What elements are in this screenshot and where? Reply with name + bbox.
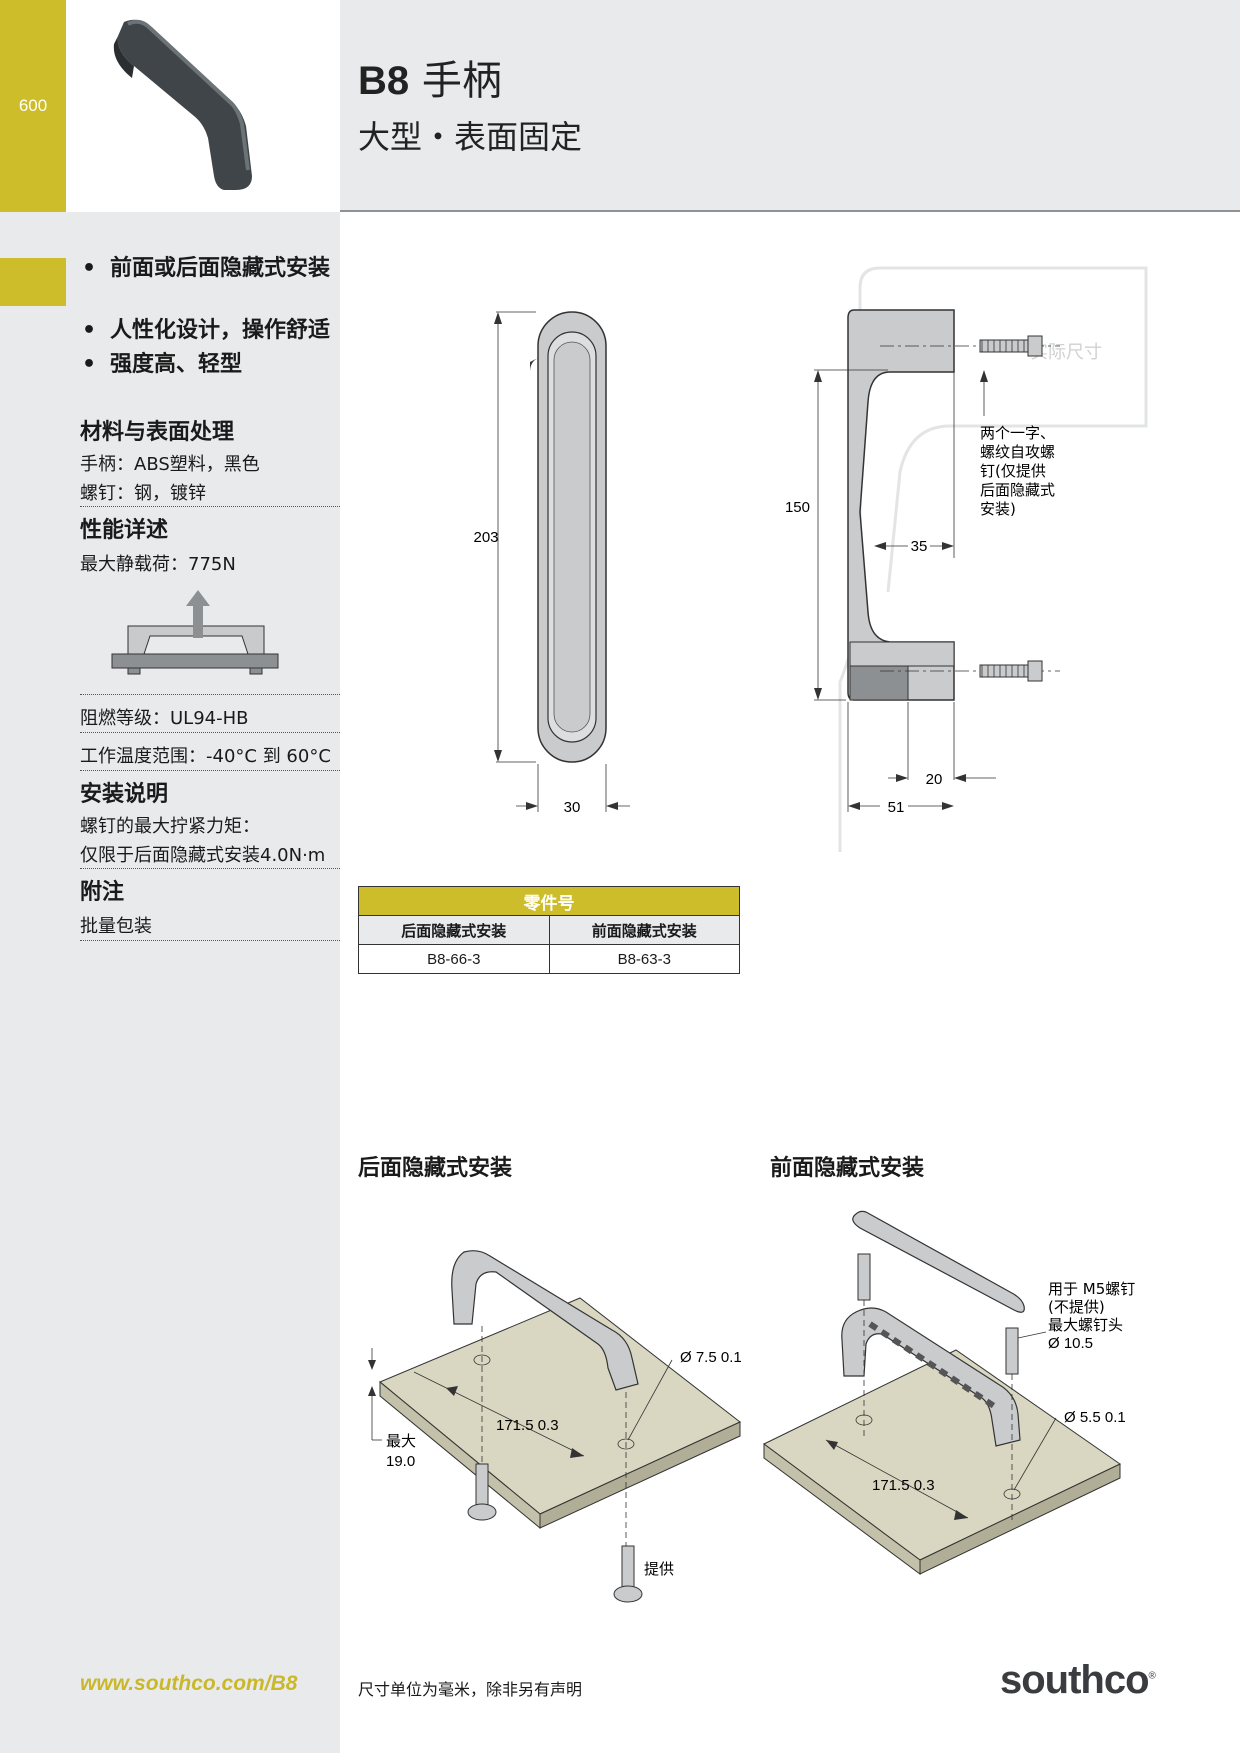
svg-text:51: 51 <box>888 799 905 816</box>
svg-text:钉(仅提供: 钉(仅提供 <box>980 462 1046 480</box>
svg-text:(不提供): (不提供) <box>1048 1298 1105 1316</box>
svg-text:35: 35 <box>911 538 928 555</box>
rear-install-drawing: 171.5 0.3 Ø 7.5 0.1 最大 19.0 提供 <box>368 1250 742 1603</box>
material-screw: 螺钉：钢，镀锌 <box>80 483 206 504</box>
divider <box>80 732 340 733</box>
header-color-bar <box>0 0 66 212</box>
temperature-range: 工作温度范围：-40°C 到 60°C <box>80 746 331 767</box>
sidebar <box>0 212 340 1753</box>
svg-text:Ø 10.5: Ø 10.5 <box>1048 1335 1093 1352</box>
svg-text:150: 150 <box>785 499 810 516</box>
installation-line-1: 螺钉的最大拧紧力矩： <box>80 816 260 837</box>
table-cell: B8-66-3 <box>358 944 550 974</box>
installation-heading: 安装说明 <box>80 782 169 807</box>
front-install-heading: 前面隐藏式安装 <box>770 1156 925 1181</box>
divider <box>80 694 340 695</box>
load-diagram <box>110 588 280 676</box>
divider <box>80 770 340 771</box>
svg-text:螺纹自攻螺: 螺纹自攻螺 <box>980 443 1055 461</box>
svg-text:用于 M5螺钉: 用于 M5螺钉 <box>1048 1280 1135 1298</box>
material-heading: 材料与表面处理 <box>80 420 235 445</box>
footer-url[interactable]: www.southco.com/B8 <box>80 1672 298 1695</box>
svg-text:203: 203 <box>473 529 498 546</box>
material-handle: 手柄：ABS塑料，黑色 <box>80 454 260 475</box>
page-subtitle: 大型・表面固定 <box>358 118 583 156</box>
southco-logo: southco® <box>1000 1658 1156 1702</box>
svg-text:最大: 最大 <box>386 1432 416 1450</box>
table-title: 零件号 <box>358 886 740 916</box>
svg-text:实际尺寸: 实际尺寸 <box>1030 342 1102 362</box>
divider <box>80 868 340 869</box>
svg-text:171.5 0.3: 171.5 0.3 <box>496 1417 559 1434</box>
sidebar-tab-marker <box>0 258 66 306</box>
divider <box>80 506 340 507</box>
page-number: 600 <box>18 96 48 115</box>
svg-text:后面隐藏式: 后面隐藏式 <box>980 481 1055 499</box>
notes-heading: 附注 <box>80 880 125 905</box>
divider <box>80 940 340 941</box>
flammability: 阻燃等级：UL94-HB <box>80 708 249 729</box>
svg-text:19.0: 19.0 <box>386 1453 415 1470</box>
svg-text:安装): 安装) <box>980 500 1016 518</box>
header-band <box>340 0 1240 212</box>
page-title: B8 手柄 <box>358 58 502 104</box>
part-number-table: 零件号 后面隐藏式安装 前面隐藏式安装 B8-66-3 B8-63-3 <box>358 886 740 974</box>
svg-text:两个一字、: 两个一字、 <box>980 424 1055 442</box>
feature-item: •前面或后面隐藏式安装 <box>82 256 331 281</box>
performance-heading: 性能详述 <box>80 518 169 543</box>
table-row: B8-66-3 B8-63-3 <box>358 944 740 974</box>
installation-line-2: 仅限于后面隐藏式安装4.0N·m <box>80 845 326 866</box>
footer-unit-note: 尺寸单位为毫米，除非另有声明 <box>358 1680 583 1699</box>
column-header: 后面隐藏式安装 <box>358 915 550 945</box>
front-install-drawing: 171.5 0.3 Ø 5.5 0.1 用于 M5螺钉 (不提供) 最大螺钉头 … <box>763 1210 1135 1575</box>
column-header: 前面隐藏式安装 <box>548 915 740 945</box>
table-cell: B8-63-3 <box>548 944 740 974</box>
notes-text: 批量包装 <box>80 916 152 937</box>
product-photo <box>66 0 340 212</box>
max-static-load: 最大静载荷：775N <box>80 554 236 575</box>
svg-text:Ø 5.5 0.1: Ø 5.5 0.1 <box>1064 1409 1126 1426</box>
svg-text:171.5 0.3: 171.5 0.3 <box>872 1477 935 1494</box>
technical-drawing: 实际尺寸 203 30 两个一字、 螺纹自攻螺 钉(仅提供 后面隐藏式 安装) … <box>473 266 1148 852</box>
svg-text:最大螺钉头: 最大螺钉头 <box>1048 1316 1123 1334</box>
svg-text:提供: 提供 <box>644 1560 674 1578</box>
rear-install-heading: 后面隐藏式安装 <box>358 1156 513 1181</box>
svg-text:20: 20 <box>926 771 943 788</box>
svg-text:Ø 7.5 0.1: Ø 7.5 0.1 <box>680 1349 742 1366</box>
svg-text:30: 30 <box>564 799 581 816</box>
